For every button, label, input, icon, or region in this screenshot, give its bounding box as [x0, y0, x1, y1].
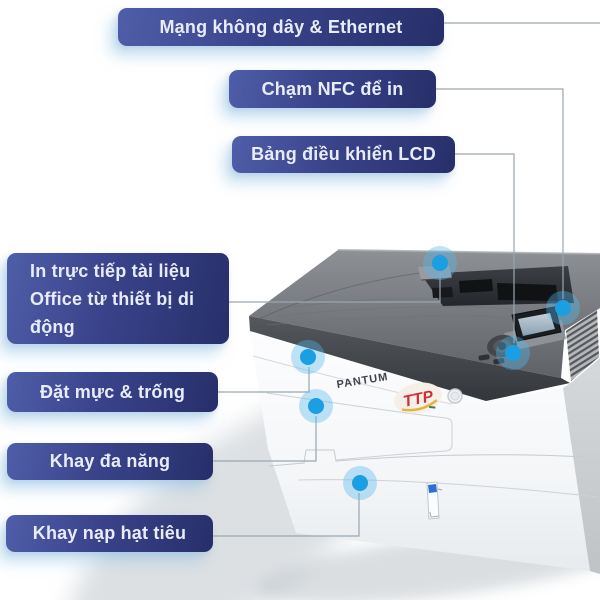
callout-multipurpose-tray: Khay đa năng	[7, 443, 213, 480]
printer-top-bevel	[249, 316, 570, 401]
callout-label: Bảng điều khiển LCD	[251, 144, 436, 164]
callout-dots	[291, 246, 580, 500]
output-tray	[418, 265, 574, 306]
callout-mobile-office: In trực tiếp tài liệu Office từ thiết bị…	[7, 253, 229, 344]
printer-right-side	[563, 358, 600, 574]
callout-dot-multitray	[299, 389, 333, 423]
callout-label: Khay đa năng	[49, 451, 171, 471]
callout-dot-output	[423, 246, 457, 280]
printer-front-face	[250, 331, 590, 571]
callout-lcd-panel: Bảng điều khiển LCD	[232, 136, 455, 173]
callout-label: Chạm NFC để in	[261, 78, 404, 99]
callout-line-multitray	[213, 416, 317, 462]
callout-line-lcd	[455, 153, 515, 343]
ttp-sticker: TTP	[394, 382, 442, 414]
callout-label: Đặt mực & trống	[39, 381, 186, 402]
callout-wireless-ethernet: Mạng không dây & Ethernet	[118, 8, 444, 46]
callout-line-mobile-office	[229, 273, 441, 303]
callout-label: Mạng không dây & Ethernet	[159, 16, 403, 37]
paper-level-indicator	[426, 481, 443, 520]
callout-label: Khay nạp hạt tiêu	[32, 523, 187, 543]
callout-toner-drum: Đặt mực & trống	[7, 372, 218, 412]
power-button	[447, 388, 463, 404]
callout-dot-lcd	[496, 336, 530, 370]
callout-label: In trực tiếp tài liệu Office từ thiết bị…	[30, 260, 195, 337]
lcd-screen	[504, 306, 566, 351]
callout-dot-papertray	[343, 466, 377, 500]
callout-paper-feed-tray: Khay nạp hạt tiêu	[6, 515, 213, 552]
callout-line-nfc	[436, 88, 564, 299]
callout-lines	[213, 22, 600, 537]
callout-dot-toner	[291, 340, 325, 374]
vent-grille	[566, 310, 599, 381]
callout-line-papertray	[213, 493, 360, 537]
printer-illustration: PANTUM TTP	[249, 249, 600, 574]
callout-line-toner	[218, 367, 310, 393]
callout-nfc-print: Chạm NFC để in	[229, 70, 436, 108]
callout-dot-nfc	[546, 291, 580, 325]
